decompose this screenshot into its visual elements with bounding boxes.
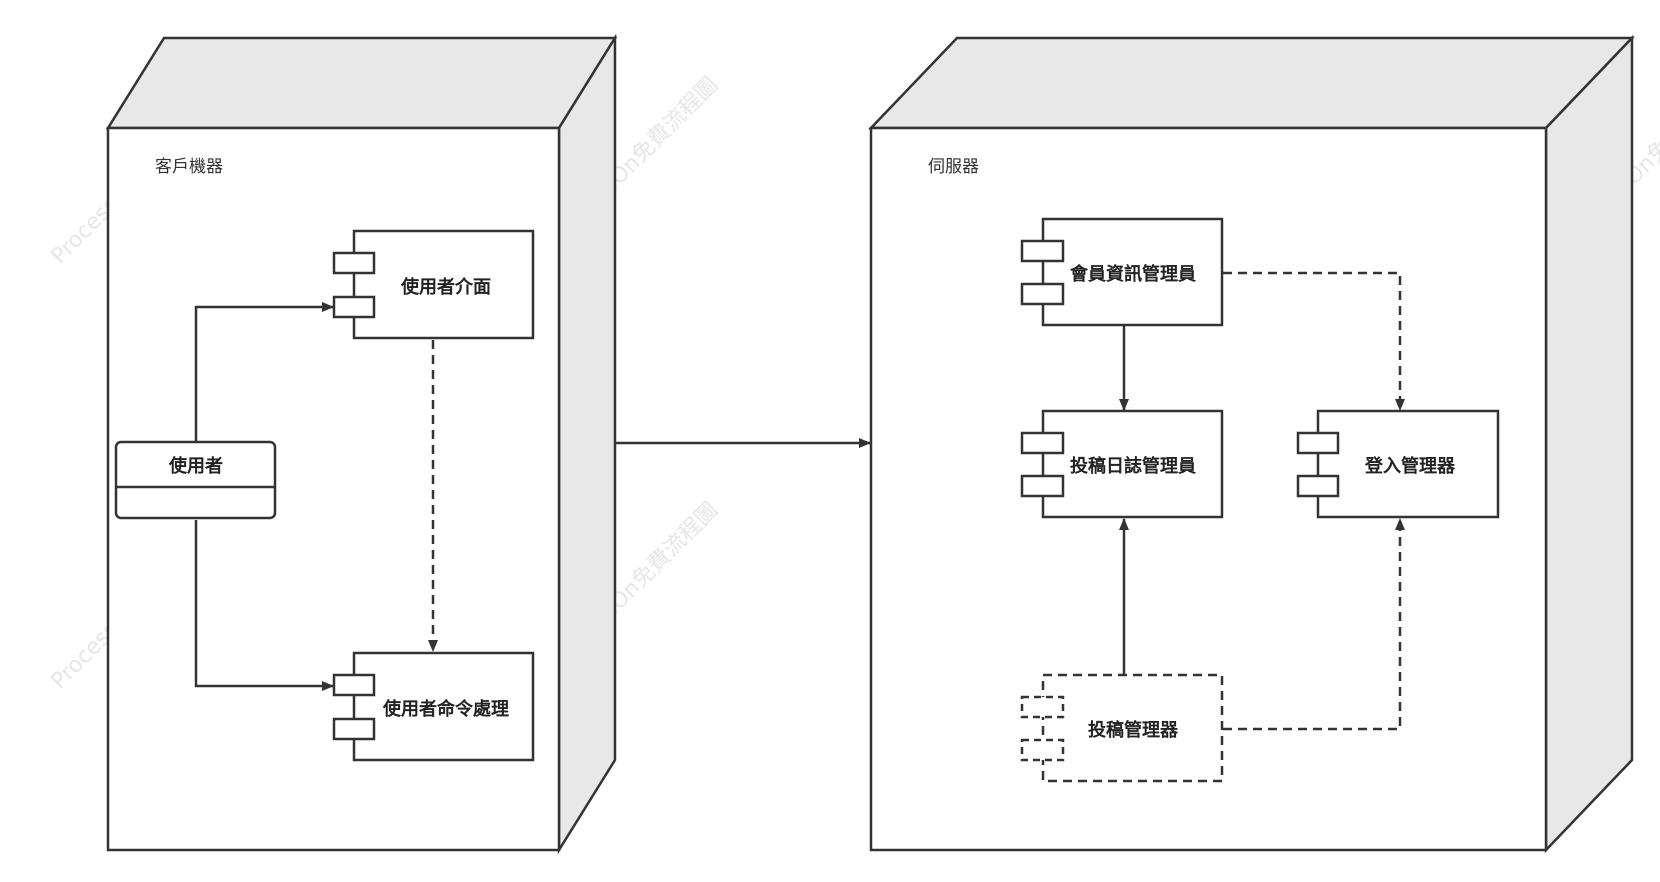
component-body xyxy=(1316,409,1500,519)
component-label: 投稿管理器 xyxy=(1088,719,1179,741)
component-port-icon xyxy=(332,717,376,741)
component-label: 登入管理器 xyxy=(1364,455,1456,477)
component-port-icon xyxy=(1020,695,1065,719)
component-label: 使用者命令處理 xyxy=(382,698,509,720)
actor-user-box[interactable]: 使用者 xyxy=(114,440,277,520)
component-post-log-manager[interactable]: 投稿日誌管理員 xyxy=(1020,409,1224,519)
postmgr-to-login-dependency[interactable] xyxy=(1223,518,1405,731)
component-port-icon xyxy=(1020,282,1065,306)
component-port-icon xyxy=(1020,474,1065,498)
actor-to-command-arrow[interactable] xyxy=(194,520,334,691)
component-user-interface[interactable]: 使用者介面 xyxy=(332,229,535,340)
client-node-side-face xyxy=(557,33,617,855)
actor-to-ui-arrow[interactable] xyxy=(194,302,334,442)
component-label: 使用者介面 xyxy=(400,276,491,298)
component-port-icon xyxy=(332,295,376,319)
component-label: 會員資訊管理員 xyxy=(1070,263,1196,285)
client-node-label: 客戶機器 xyxy=(155,157,223,177)
component-port-icon xyxy=(1296,474,1340,498)
actor-label: 使用者 xyxy=(168,456,223,477)
component-member-info-manager[interactable]: 會員資訊管理員 xyxy=(1020,217,1224,327)
component-login-manager[interactable]: 登入管理器 xyxy=(1296,409,1500,519)
server-node[interactable]: 伺服器 xyxy=(868,34,1635,854)
server-node-top-face xyxy=(868,36,1635,130)
component-body xyxy=(1041,673,1224,783)
actor-box-frame xyxy=(114,440,277,520)
server-node-label: 伺服器 xyxy=(928,157,979,177)
component-post-manager[interactable]: 投稿管理器 xyxy=(1020,673,1224,783)
component-port-icon xyxy=(1020,239,1065,263)
component-port-icon xyxy=(1020,431,1065,455)
component-body xyxy=(352,229,535,340)
component-body xyxy=(1041,217,1224,327)
component-port-icon xyxy=(332,251,376,275)
client-node-top-face xyxy=(105,36,618,130)
component-body xyxy=(352,651,535,762)
component-command-handler[interactable]: 使用者命令處理 xyxy=(332,651,535,762)
component-body xyxy=(1041,409,1224,519)
component-port-icon xyxy=(1020,738,1065,762)
component-port-icon xyxy=(1296,431,1340,455)
server-node-side-face xyxy=(1544,34,1634,854)
component-label: 投稿日誌管理員 xyxy=(1070,455,1196,477)
component-port-icon xyxy=(332,673,376,697)
